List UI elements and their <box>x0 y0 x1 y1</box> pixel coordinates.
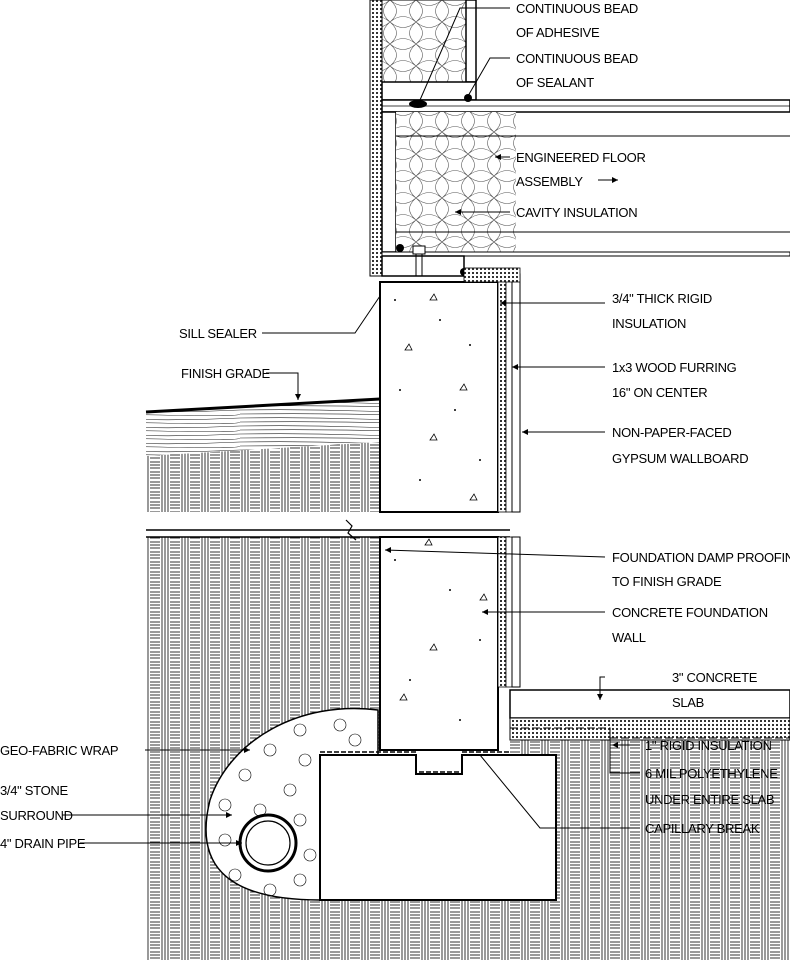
label-damp-2: TO FINISH GRADE <box>612 574 722 589</box>
rigid-insulation-slab <box>509 717 790 741</box>
label-wall-1: CONCRETE FOUNDATION <box>612 605 768 620</box>
label-rigid-2: INSULATION <box>612 316 686 331</box>
sill-plate <box>381 255 465 277</box>
label-gypsum-1: NON-PAPER-FACED <box>612 425 732 440</box>
break-symbol <box>345 519 357 541</box>
label-sealant-2: OF SEALANT <box>516 75 594 90</box>
label-adhesive-2: OF ADHESIVE <box>516 25 600 40</box>
label-floor-1: ENGINEERED FLOOR <box>516 150 646 165</box>
soil-under-footing <box>320 900 560 960</box>
wall-insulation <box>381 0 467 83</box>
label-slab-2: SLAB <box>672 695 704 710</box>
rim-joist <box>381 111 397 253</box>
sealant-bead <box>464 94 472 102</box>
cavity-insulation-fill <box>396 112 516 252</box>
adhesive-bead <box>409 100 427 108</box>
poly-sheet <box>510 727 790 739</box>
label-sill: SILL SEALER <box>179 326 257 341</box>
label-capillary: CAPILLARY BREAK <box>645 821 760 836</box>
label-wall-2: WALL <box>612 630 646 645</box>
wall-stud <box>465 0 477 83</box>
label-sealant-1: CONTINUOUS BEAD <box>516 51 638 66</box>
footing <box>319 754 557 901</box>
label-poly-1: 6 MIL POLYETHYLENE <box>645 766 778 781</box>
label-adhesive-1: CONTINUOUS BEAD <box>516 1 638 16</box>
label-finish-grade: FINISH GRADE <box>181 366 270 381</box>
label-drain: 4" DRAIN PIPE <box>0 836 86 851</box>
label-furring-2: 16" ON CENTER <box>612 385 707 400</box>
grade-line <box>145 397 381 414</box>
leader-lines <box>62 7 640 844</box>
rigid-insulation-upper <box>497 273 507 513</box>
label-rigid-1: 3/4" THICK RIGID <box>612 291 712 306</box>
label-rigid-ins: 1" RIGID INSULATION <box>645 738 772 753</box>
wall-sheathing <box>369 0 383 277</box>
foundation-wall-lower <box>379 536 499 751</box>
label-floor-2: ASSEMBLY <box>516 174 583 189</box>
label-stone-1: 3/4" STONE <box>0 783 68 798</box>
label-cavity: CAVITY INSULATION <box>516 205 637 220</box>
label-damp-1: FOUNDATION DAMP PROOFING <box>612 550 790 565</box>
finish-grade-strip <box>146 400 380 456</box>
label-stone-2: SURROUND <box>0 808 73 823</box>
concrete-slab <box>509 689 790 719</box>
gypsum-board-upper <box>511 273 521 513</box>
label-poly-2: UNDER ENTIRE SLAB <box>645 792 774 807</box>
label-furring-1: 1x3 WOOD FURRING <box>612 360 737 375</box>
label-geo: GEO-FABRIC WRAP <box>0 743 118 758</box>
wall-plate <box>381 81 477 101</box>
foundation-wall-upper <box>379 281 499 513</box>
label-slab-1: 3" CONCRETE <box>672 670 758 685</box>
capillary-break <box>320 751 510 773</box>
label-gypsum-2: GYPSUM WALLBOARD <box>612 451 748 466</box>
